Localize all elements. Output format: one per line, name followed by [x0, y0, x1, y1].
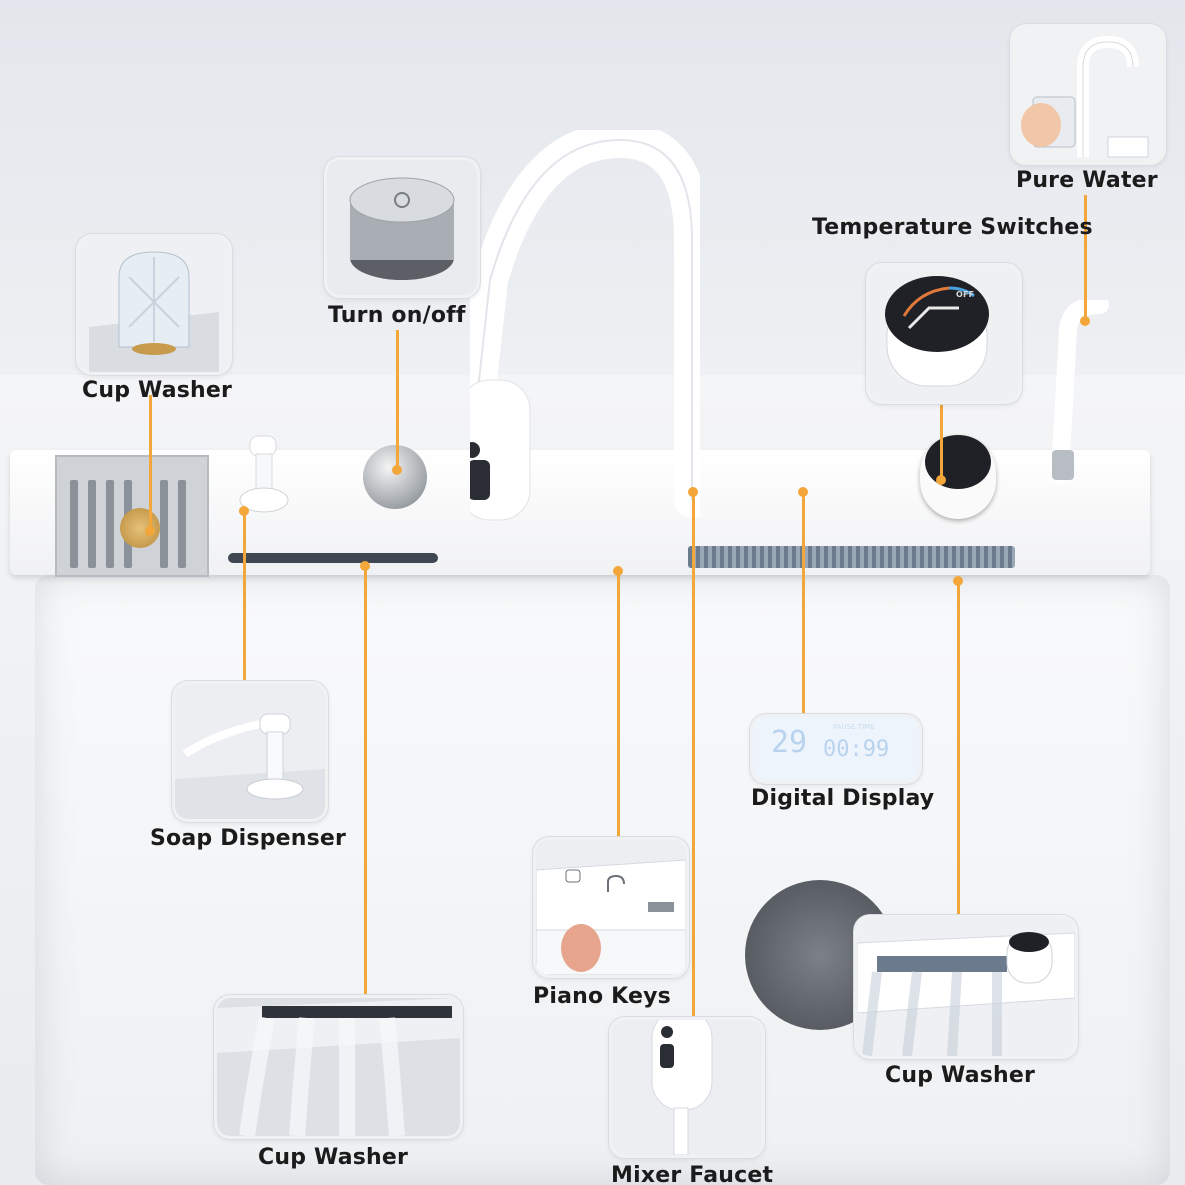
temperature-knob-face: [925, 435, 991, 489]
cup-washer-photo-bottom: [214, 995, 463, 1139]
mixer-faucet-illustration: [612, 1020, 762, 1155]
cup-washer-illustration-bottom: [217, 998, 460, 1136]
leader-dot: [688, 487, 698, 497]
tray-rib: [70, 480, 78, 568]
leader-temperature: [940, 400, 943, 480]
leader-digital-display: [802, 492, 805, 714]
leader-cup-washer-top: [149, 395, 152, 530]
pure-water-tap: [1051, 300, 1109, 484]
temperature-switch-photo: [866, 263, 1022, 404]
leader-dot: [360, 561, 370, 571]
piano-keys-illustration: [536, 840, 686, 975]
label-cup-washer-right: Cup Washer: [885, 1063, 1036, 1088]
mixer-faucet: [470, 130, 700, 521]
leader-dot: [798, 487, 808, 497]
leader-cup-washer-right: [957, 582, 960, 915]
label-cup-washer-top: Cup Washer: [82, 378, 233, 403]
label-temperature-switches: Temperature Switches: [812, 215, 1093, 240]
soap-dispenser-illustration: [175, 684, 325, 819]
temperature-switch-illustration: [869, 266, 1019, 401]
tray-rib: [88, 480, 96, 568]
leader-dot: [1080, 316, 1090, 326]
waterfall-outlet: [688, 546, 1015, 568]
label-mixer-faucet: Mixer Faucet: [611, 1163, 774, 1185]
leader-dot: [392, 465, 402, 475]
leader-dot: [953, 576, 963, 586]
on-off-illustration: [327, 160, 477, 295]
leader-soap: [243, 512, 246, 680]
label-turn-on-off: Turn on/off: [328, 303, 466, 328]
label-cup-washer-bottom: Cup Washer: [258, 1145, 409, 1170]
tray-rib: [178, 480, 186, 568]
waterfall-slot: [228, 553, 438, 563]
cup-washer-photo-right: [854, 915, 1078, 1059]
digital-display-photo: 29 00:99 PAUSE TIME: [750, 714, 922, 784]
label-digital-display: Digital Display: [751, 786, 935, 811]
on-off-photo: [324, 157, 480, 298]
display-caption: PAUSE TIME: [833, 723, 875, 731]
leader-dot: [936, 475, 946, 485]
leader-piano-keys: [617, 572, 620, 837]
label-soap-dispenser: Soap Dispenser: [150, 826, 347, 851]
tray-rib: [106, 480, 114, 568]
leader-mixer-faucet: [692, 492, 695, 1017]
leader-turn-on-off: [396, 330, 399, 470]
leader-cup-washer-bottom: [364, 567, 367, 997]
leader-dot: [613, 566, 623, 576]
mixer-faucet-photo: [609, 1017, 765, 1158]
on-off-button: [363, 445, 427, 509]
piano-keys-photo: [533, 837, 689, 978]
tray-rib: [160, 480, 168, 568]
label-piano-keys: Piano Keys: [533, 984, 671, 1009]
pure-water-photo: [1010, 24, 1166, 165]
soap-dispenser-pump: [239, 435, 289, 513]
knob-off-text: OFF: [956, 290, 975, 299]
label-pure-water: Pure Water: [1016, 168, 1158, 193]
soap-dispenser-photo: [172, 681, 328, 822]
leader-pure-water: [1084, 195, 1087, 320]
leader-dot: [239, 506, 249, 516]
display-temperature: 29: [771, 725, 808, 760]
cup-washer-illustration-right: [857, 918, 1075, 1056]
cup-washer-photo-top: [76, 234, 232, 375]
display-time: 00:99: [823, 737, 890, 762]
cup-washer-illustration-top: [79, 237, 229, 372]
leader-dot: [145, 526, 155, 536]
pure-water-illustration: [1013, 27, 1163, 162]
